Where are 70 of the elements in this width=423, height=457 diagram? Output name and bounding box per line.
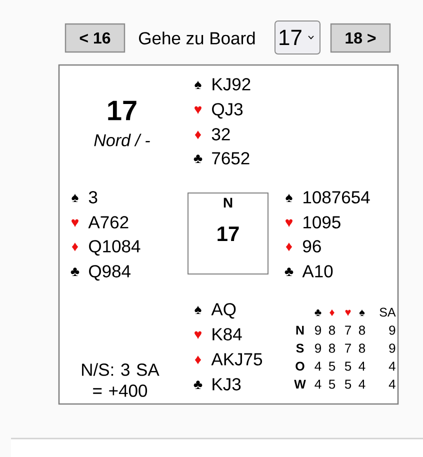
card-holding: 32 [212, 128, 230, 140]
suit-symbol: ♥ [194, 106, 202, 114]
trick-count: 9 [315, 326, 321, 335]
suit-symbol: ♠ [72, 194, 78, 202]
prompt-text: Gehe zu Board [139, 32, 255, 44]
card-holding: Q984 [89, 265, 130, 281]
trick-count: 8 [358, 344, 366, 353]
suit-symbol: ♥ [194, 331, 202, 340]
suit-symbol: ♦ [286, 242, 292, 252]
suit-symbol: ♠ [359, 309, 365, 316]
suit-symbol: ♥ [286, 219, 292, 228]
suit-symbol: ♦ [330, 309, 334, 316]
suit-symbol: ♥ [72, 219, 78, 228]
trick-count: 9 [389, 326, 396, 335]
card-holding: 1095 [304, 216, 340, 228]
card-holding: 96 [303, 240, 321, 252]
trick-count: 7 [345, 326, 351, 335]
trick-count: 7 [345, 344, 351, 353]
suit-symbol: ♣ [194, 154, 202, 164]
row-header: W [294, 380, 306, 388]
compass-box: N 17 [188, 192, 268, 274]
trick-count: 5 [344, 380, 352, 389]
trick-count: 4 [388, 362, 396, 371]
card-holding: 7652 [212, 152, 250, 164]
column-header: SA [380, 308, 396, 317]
trick-count: 5 [344, 362, 352, 371]
card-holding: AQ [211, 303, 236, 319]
card-holding: 1087654 [304, 191, 370, 204]
suit-symbol: ♥ [345, 310, 351, 316]
row-header: S [296, 344, 304, 353]
suit-symbol: ♦ [194, 356, 202, 364]
trick-count: 9 [315, 344, 321, 353]
dealer-text: Nord / - [94, 134, 150, 146]
trick-count: 4 [314, 380, 322, 389]
trick-count: 9 [389, 344, 396, 353]
suit-symbol: ♣ [284, 268, 294, 276]
suit-symbol: ♦ [194, 130, 202, 140]
card-holding: KJ3 [212, 378, 241, 390]
trick-count: 8 [328, 326, 336, 335]
contract-result: N/S: 3 SA = +400 [82, 363, 160, 397]
board-number: 17 [108, 100, 136, 120]
board-frame [58, 64, 399, 405]
card-holding: A762 [88, 216, 128, 228]
card-holding: 3 [88, 191, 98, 204]
nav-button: 18 > [330, 23, 391, 53]
trick-count: 8 [328, 344, 336, 353]
row-header: O [296, 362, 304, 371]
card-holding: K84 [212, 328, 242, 340]
suit-symbol: ♣ [194, 380, 202, 390]
card-holding: AKJ75 [211, 353, 262, 366]
trick-count: 4 [388, 380, 396, 389]
dropdown: 17 [274, 20, 320, 54]
row-header: N [296, 326, 304, 334]
trick-count: 4 [358, 362, 366, 371]
card-holding: Q1084 [89, 240, 140, 256]
suit-symbol: ♠ [286, 194, 292, 202]
suit-symbol: ♣ [314, 309, 322, 316]
suit-symbol: ♠ [194, 306, 202, 314]
suit-symbol: ♠ [194, 80, 202, 90]
card-holding: KJ92 [212, 78, 250, 90]
trick-count: 8 [358, 326, 366, 335]
suit-symbol: ♣ [70, 268, 80, 276]
trick-count: 4 [358, 380, 366, 389]
card-holding: QJ3 [212, 103, 243, 119]
card-holding: A10 [302, 265, 333, 278]
trick-count: 5 [328, 362, 336, 371]
trick-count: 5 [328, 380, 336, 389]
trick-count: 4 [314, 362, 322, 371]
nav-button: < 16 [64, 23, 126, 53]
suit-symbol: ♦ [72, 242, 78, 252]
